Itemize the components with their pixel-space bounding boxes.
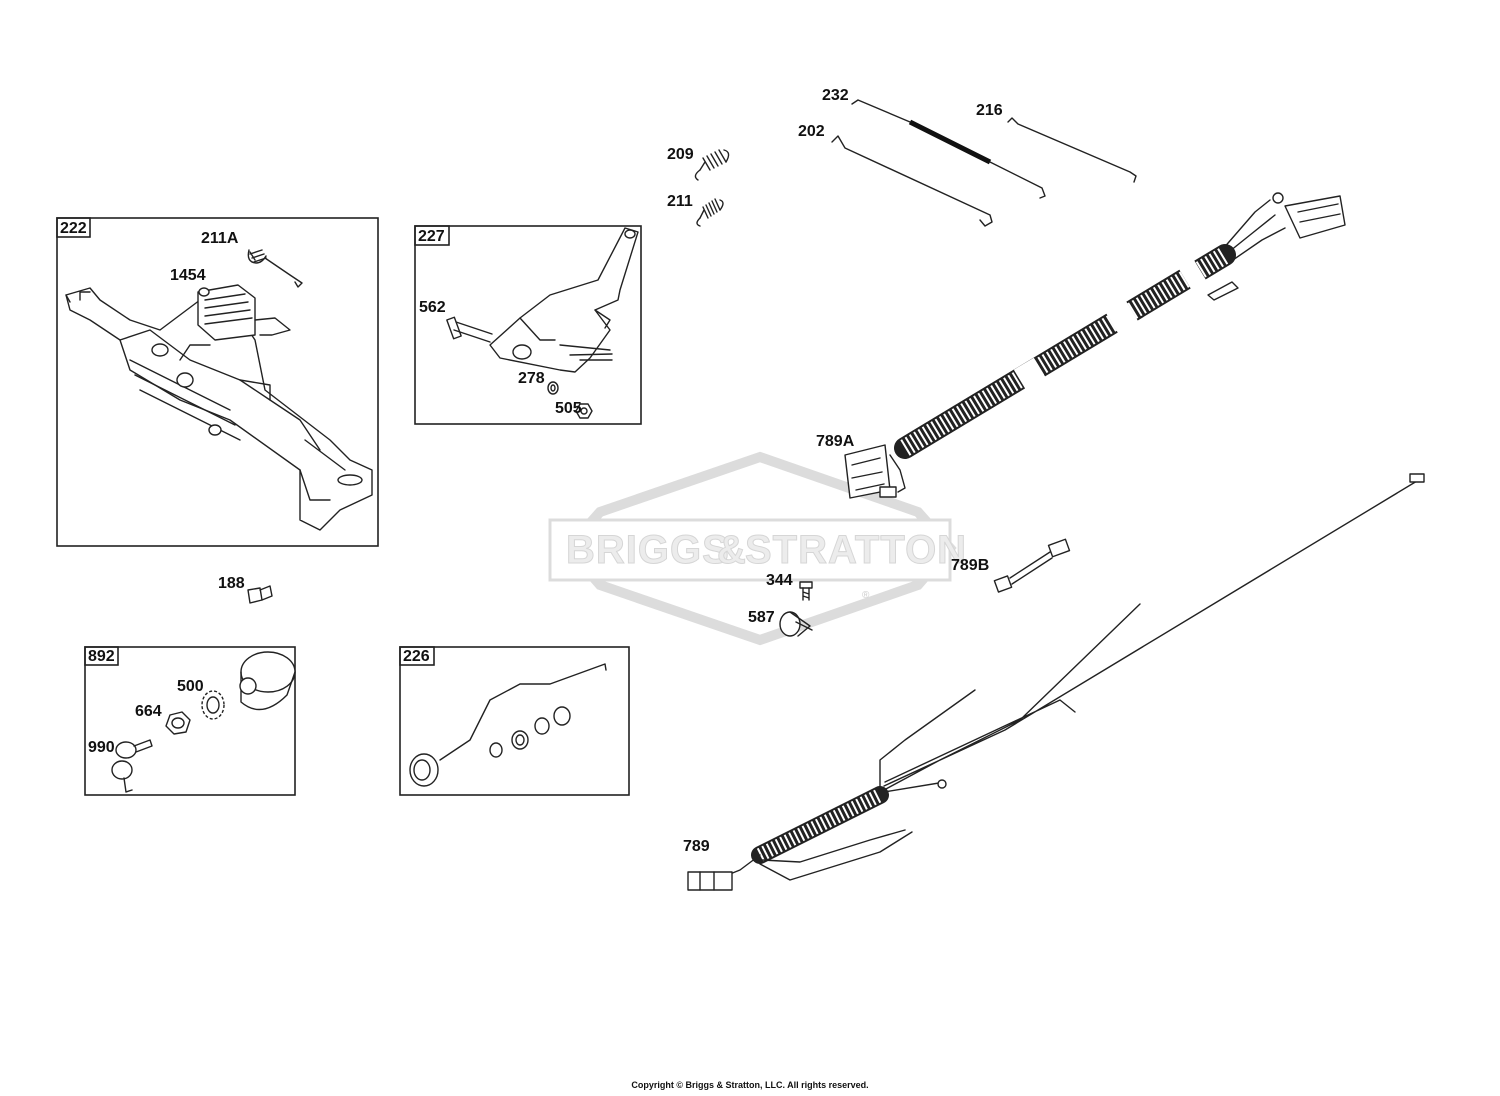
part-label-505: 505 — [555, 400, 582, 417]
jumper-789B — [993, 538, 1071, 593]
callout-box-227[interactable]: 227 — [414, 225, 642, 425]
briggs-stratton-watermark: BRIGGS & STRATTON ® — [548, 451, 967, 646]
part-label-500: 500 — [177, 678, 204, 695]
callout-box-226[interactable]: 226 — [399, 646, 630, 796]
screw-188 — [247, 585, 273, 604]
watermark-registered: ® — [862, 590, 870, 601]
rod-202 — [831, 135, 993, 227]
part-label-188: 188 — [218, 575, 245, 592]
keys-990 — [111, 739, 153, 793]
box-frame-227 — [414, 225, 642, 425]
box-tag-222 — [56, 217, 91, 238]
part-label-1454: 1454 — [170, 267, 206, 284]
wire-harness-789A — [844, 192, 1346, 499]
lockwasher-500 — [201, 690, 225, 720]
watermark-brand-left: BRIGGS — [566, 528, 730, 572]
part-label-789: 789 — [683, 838, 710, 855]
box-label-227: 227 — [418, 228, 445, 245]
part-label-344: 344 — [766, 572, 793, 589]
box-frame-892 — [84, 646, 296, 796]
box-label-222: 222 — [60, 220, 87, 237]
watermark-brand-amp: & — [717, 528, 747, 572]
part-label-789A: 789A — [816, 433, 855, 450]
part-label-664: 664 — [135, 703, 162, 720]
part-label-232: 232 — [822, 87, 849, 104]
callout-box-222[interactable]: 222 — [56, 217, 379, 547]
box-tag-226 — [399, 646, 435, 666]
clamp-587 — [779, 611, 813, 637]
nut-664 — [165, 711, 191, 735]
switch-1454 — [197, 284, 291, 341]
part-label-216: 216 — [976, 102, 1003, 119]
part-label-202: 202 — [798, 123, 825, 140]
part-label-562: 562 — [419, 299, 446, 316]
part-label-278: 278 — [518, 370, 545, 387]
part-label-209: 209 — [667, 146, 694, 163]
part-label-587: 587 — [748, 609, 775, 626]
box-tag-227 — [414, 225, 450, 246]
part-label-211A: 211A — [201, 230, 239, 247]
part-label-990: 990 — [88, 739, 115, 756]
wire-harness-789 — [687, 473, 1425, 891]
spring-209 — [694, 149, 730, 181]
nut-505 — [575, 403, 593, 419]
part-label-211: 211 — [667, 193, 693, 210]
box-tag-892 — [84, 646, 119, 666]
callout-box-892[interactable]: 892 — [84, 646, 296, 796]
bolt-562 — [446, 316, 493, 343]
screw-344 — [799, 581, 813, 601]
washer-278 — [547, 381, 559, 395]
rod-216 — [1007, 117, 1137, 183]
box-label-892: 892 — [88, 648, 115, 665]
control-bracket-assembly — [65, 287, 373, 531]
copyright-footer: Copyright © Briggs & Stratton, LLC. All … — [631, 1080, 869, 1090]
watermark-brand-right: STRATTON — [745, 528, 967, 572]
spring-211 — [696, 198, 724, 227]
box-frame-226 — [399, 646, 630, 796]
rod-232 — [851, 99, 1046, 199]
box-label-226: 226 — [403, 648, 430, 665]
choke-control-226 — [409, 663, 607, 787]
throttle-lever-227 — [489, 227, 639, 373]
box-frame-222 — [56, 217, 379, 547]
ignition-switch — [239, 651, 296, 711]
spring-211A — [247, 249, 303, 288]
part-label-789B: 789B — [951, 557, 989, 574]
